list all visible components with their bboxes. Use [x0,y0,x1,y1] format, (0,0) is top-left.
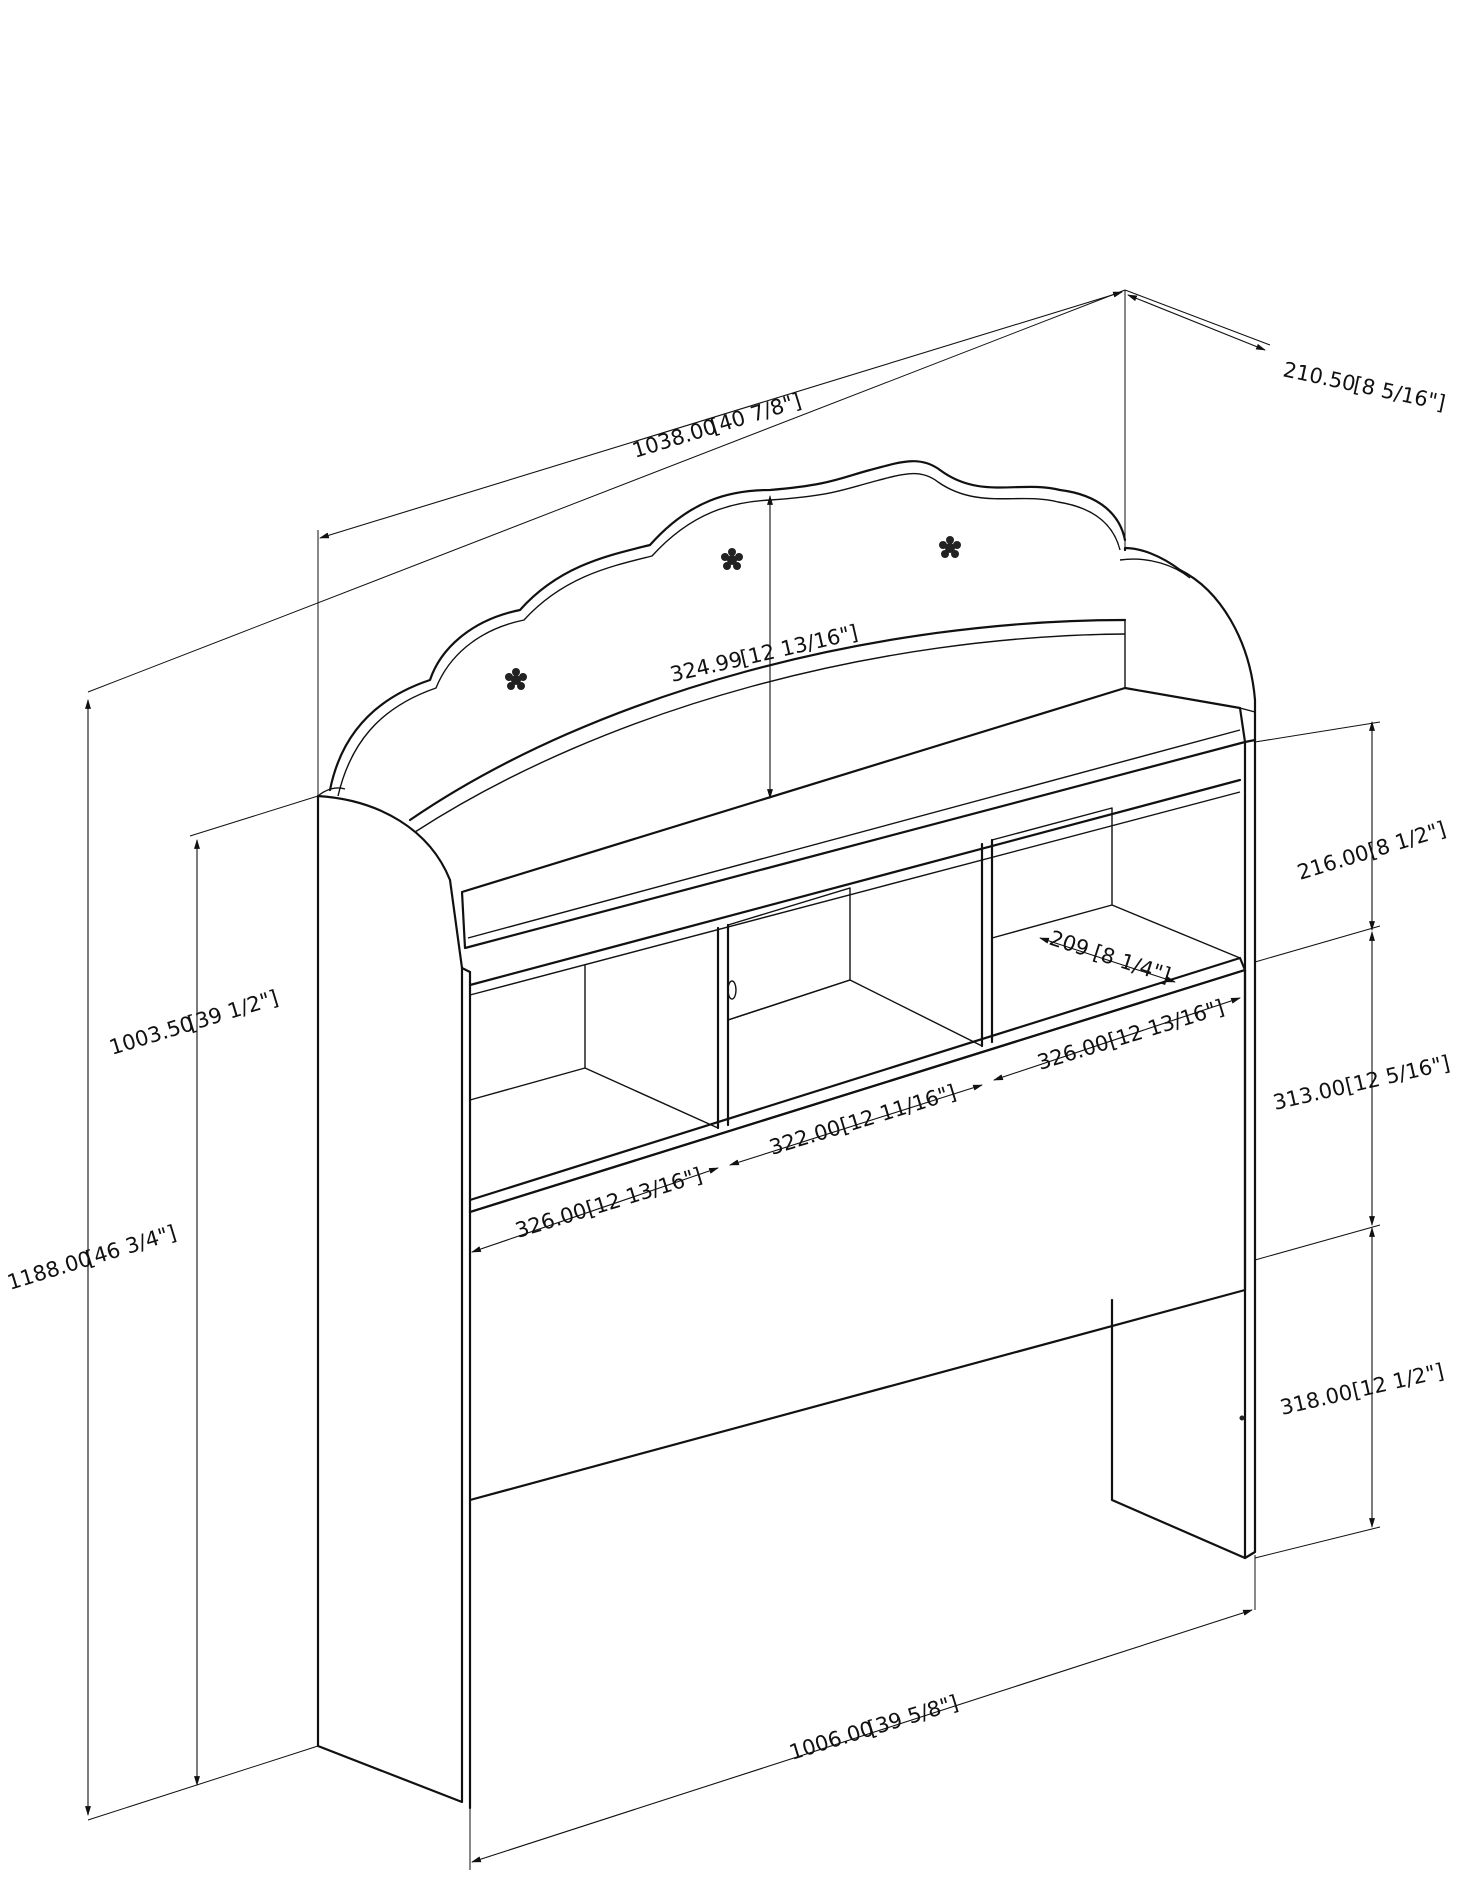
arch-curve [408,618,1127,822]
label-cubby-left-mm: 326.00 [512,1198,589,1242]
label-top-width-mm: 1038.00 [629,414,719,462]
label-cubby-height-in: [12 5/16"] [1343,1051,1452,1098]
label-cubby-right-mm: 326.00 [1034,1030,1111,1074]
right-panel [1243,738,1257,1560]
left-panel-front [316,794,464,1804]
right-crown-cap [1123,546,1257,742]
label-leg-height-mm: 318.00 [1278,1380,1355,1420]
right-leg [1110,1298,1247,1560]
label-inner-height-mm: 1003.50 [106,1011,196,1059]
flower-icon [721,548,743,570]
label-upper-section-in: [8 1/2"] [1365,817,1448,863]
label-cubby-depth-mm: 209 [1046,926,1092,961]
label-upper-section-mm: 216.00 [1294,840,1371,884]
label-arch-height-mm: 324.99 [668,647,745,687]
label-bottom-width-in: [39 5/8"] [865,1691,961,1741]
label-inner-height-in: [39 1/2"] [185,986,281,1036]
label-overall-height-in: [46 3/4"] [83,1221,179,1271]
label-depth-in: [8 5/16"] [1351,372,1447,415]
label-overall-height-mm: 1188.00 [4,1246,94,1294]
flower-icon [505,668,527,690]
lower-panel [468,968,1247,1502]
label-leg-height-in: [12 1/2"] [1350,1359,1446,1403]
flower-icon [939,536,961,558]
headboard-outline [316,460,1257,1810]
label-bottom-width-mm: 1006.00 [786,1716,876,1764]
label-cubby-depth-in: [8 1/4"] [1090,940,1173,988]
cubby-divider-2 [980,838,994,1048]
dimension-lines [85,289,1381,1870]
label-cubby-height-mm: 313.00 [1271,1075,1348,1115]
label-cubby-right-in: [12 13/16"] [1105,995,1227,1053]
left-panel-edge [317,787,346,797]
label-cubby-middle-in: [12 11/16"] [837,1080,959,1138]
label-arch-height-in: [12 13/16"] [738,620,860,670]
top-shelf [460,686,1247,950]
label-cubby-middle-mm: 322.00 [766,1115,843,1159]
cubby-bottom [468,956,1247,1214]
label-depth-mm: 210.50 [1281,357,1358,396]
cubby-divider-1 [716,923,730,1130]
label-top-width-in: [40 7/8"] [708,389,804,439]
